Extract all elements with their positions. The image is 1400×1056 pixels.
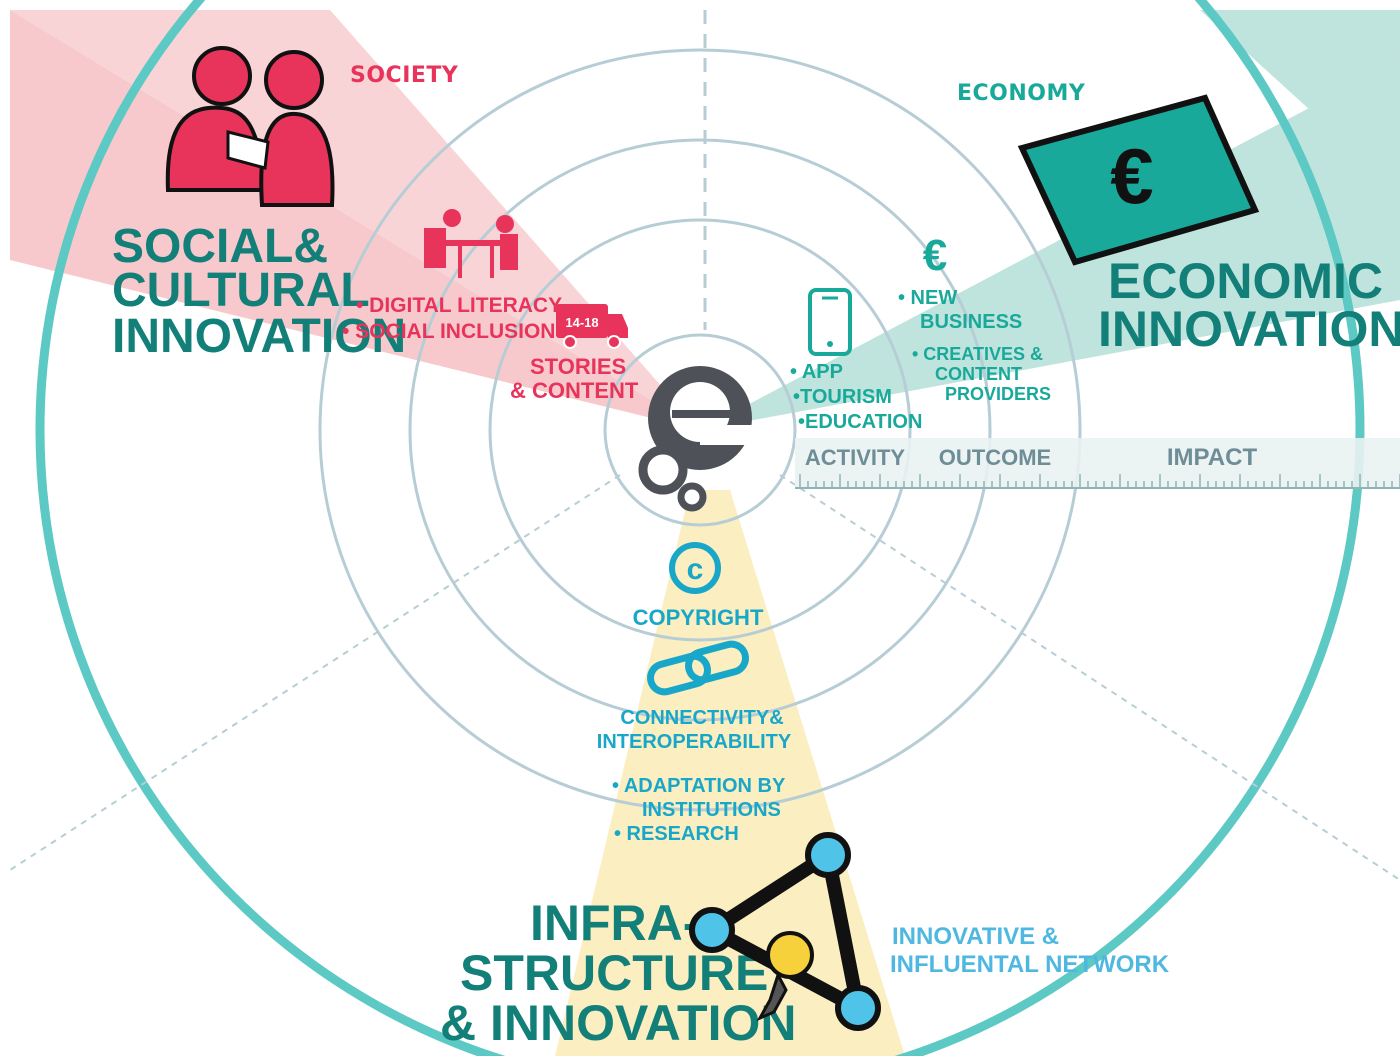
scale-bar [795, 438, 1400, 488]
connectivity-line-1: CONNECTIVITY& [620, 707, 783, 729]
ring-1 [488, 218, 912, 642]
economy-title-line-2: INNOVATION [1098, 301, 1400, 357]
infra-title-line-2: STRUCTURE [460, 945, 768, 1001]
delivery-truck-icon [556, 304, 628, 349]
network-line-2: INFLUENTAL NETWORK [890, 951, 1170, 978]
ring-3 [318, 48, 1082, 812]
copyright-symbol: c [687, 553, 704, 586]
new-business-line-1: • NEW [898, 287, 957, 309]
society-wedge-top [10, 10, 700, 430]
society-title-line-3: INNOVATION [112, 310, 406, 363]
network-lightbulb-icon [689, 832, 881, 1031]
outer-ring [35, 0, 1365, 1056]
society-title-line-1: SOCIAL& [112, 220, 328, 273]
ring-2 [408, 138, 992, 722]
society-title-line-2: CULTURAL [112, 264, 370, 317]
euro-banknote-icon [1017, 94, 1260, 266]
copyright-icon [669, 542, 721, 594]
scale-label-activity: ACTIVITY [805, 445, 906, 470]
two-people-icon [165, 46, 335, 207]
creatives-line-3: PROVIDERS [945, 384, 1051, 404]
adaptation-line-2: INSTITUTIONS [642, 799, 781, 821]
economy-label: ECONOMY [957, 81, 1086, 106]
creatives-line-1: • CREATIVES & [912, 344, 1043, 364]
creatives-line-2: CONTENT [935, 364, 1022, 384]
new-business-line-2: BUSINESS [920, 311, 1022, 333]
society-bullet-social-inclusion: • SOCIAL INCLUSION [342, 320, 555, 343]
truck-badge: 14-18 [565, 315, 598, 330]
connectivity-line-2: INTEROPERABILITY [597, 731, 792, 753]
app-line-2: •TOURISM [793, 386, 892, 408]
ring-0 [603, 333, 797, 527]
europeana-logo [638, 366, 756, 512]
chain-link-icon [647, 640, 749, 696]
scale-label-outcome: OUTCOME [939, 445, 1051, 470]
infrastructure-wedge [555, 490, 905, 1056]
society-bullet-digital-literacy: • DIGITAL LITERACY [356, 294, 562, 317]
scale-label-impact: IMPACT [1167, 444, 1258, 471]
smartphone-icon [808, 288, 852, 356]
economy-wedge-top [1200, 10, 1400, 110]
divider-right [779, 474, 1400, 881]
adaptation-line-1: • ADAPTATION BY [612, 775, 786, 797]
infra-title-line-1: INFRA- [530, 895, 699, 951]
economy-title-line-1: ECONOMIC [1108, 253, 1383, 309]
meeting-table-icon [424, 209, 518, 278]
society-label: SOCIETY [350, 63, 459, 88]
stories-line-2: & CONTENT [510, 378, 639, 403]
copyright-label: COPYRIGHT [633, 605, 764, 630]
infra-title-line-3: & INNOVATION [440, 995, 796, 1051]
stories-line-1: STORIES [530, 354, 626, 379]
divider-left [9, 474, 621, 871]
banknote-euro-symbol: € [1110, 132, 1153, 220]
small-euro-icon: € [923, 231, 947, 280]
app-line-1: • APP [790, 361, 843, 383]
adaptation-line-3: • RESEARCH [614, 823, 739, 845]
network-line-1: INNOVATIVE & [892, 923, 1059, 950]
scale-ticks [799, 474, 1400, 488]
app-line-3: •EDUCATION [798, 411, 922, 433]
